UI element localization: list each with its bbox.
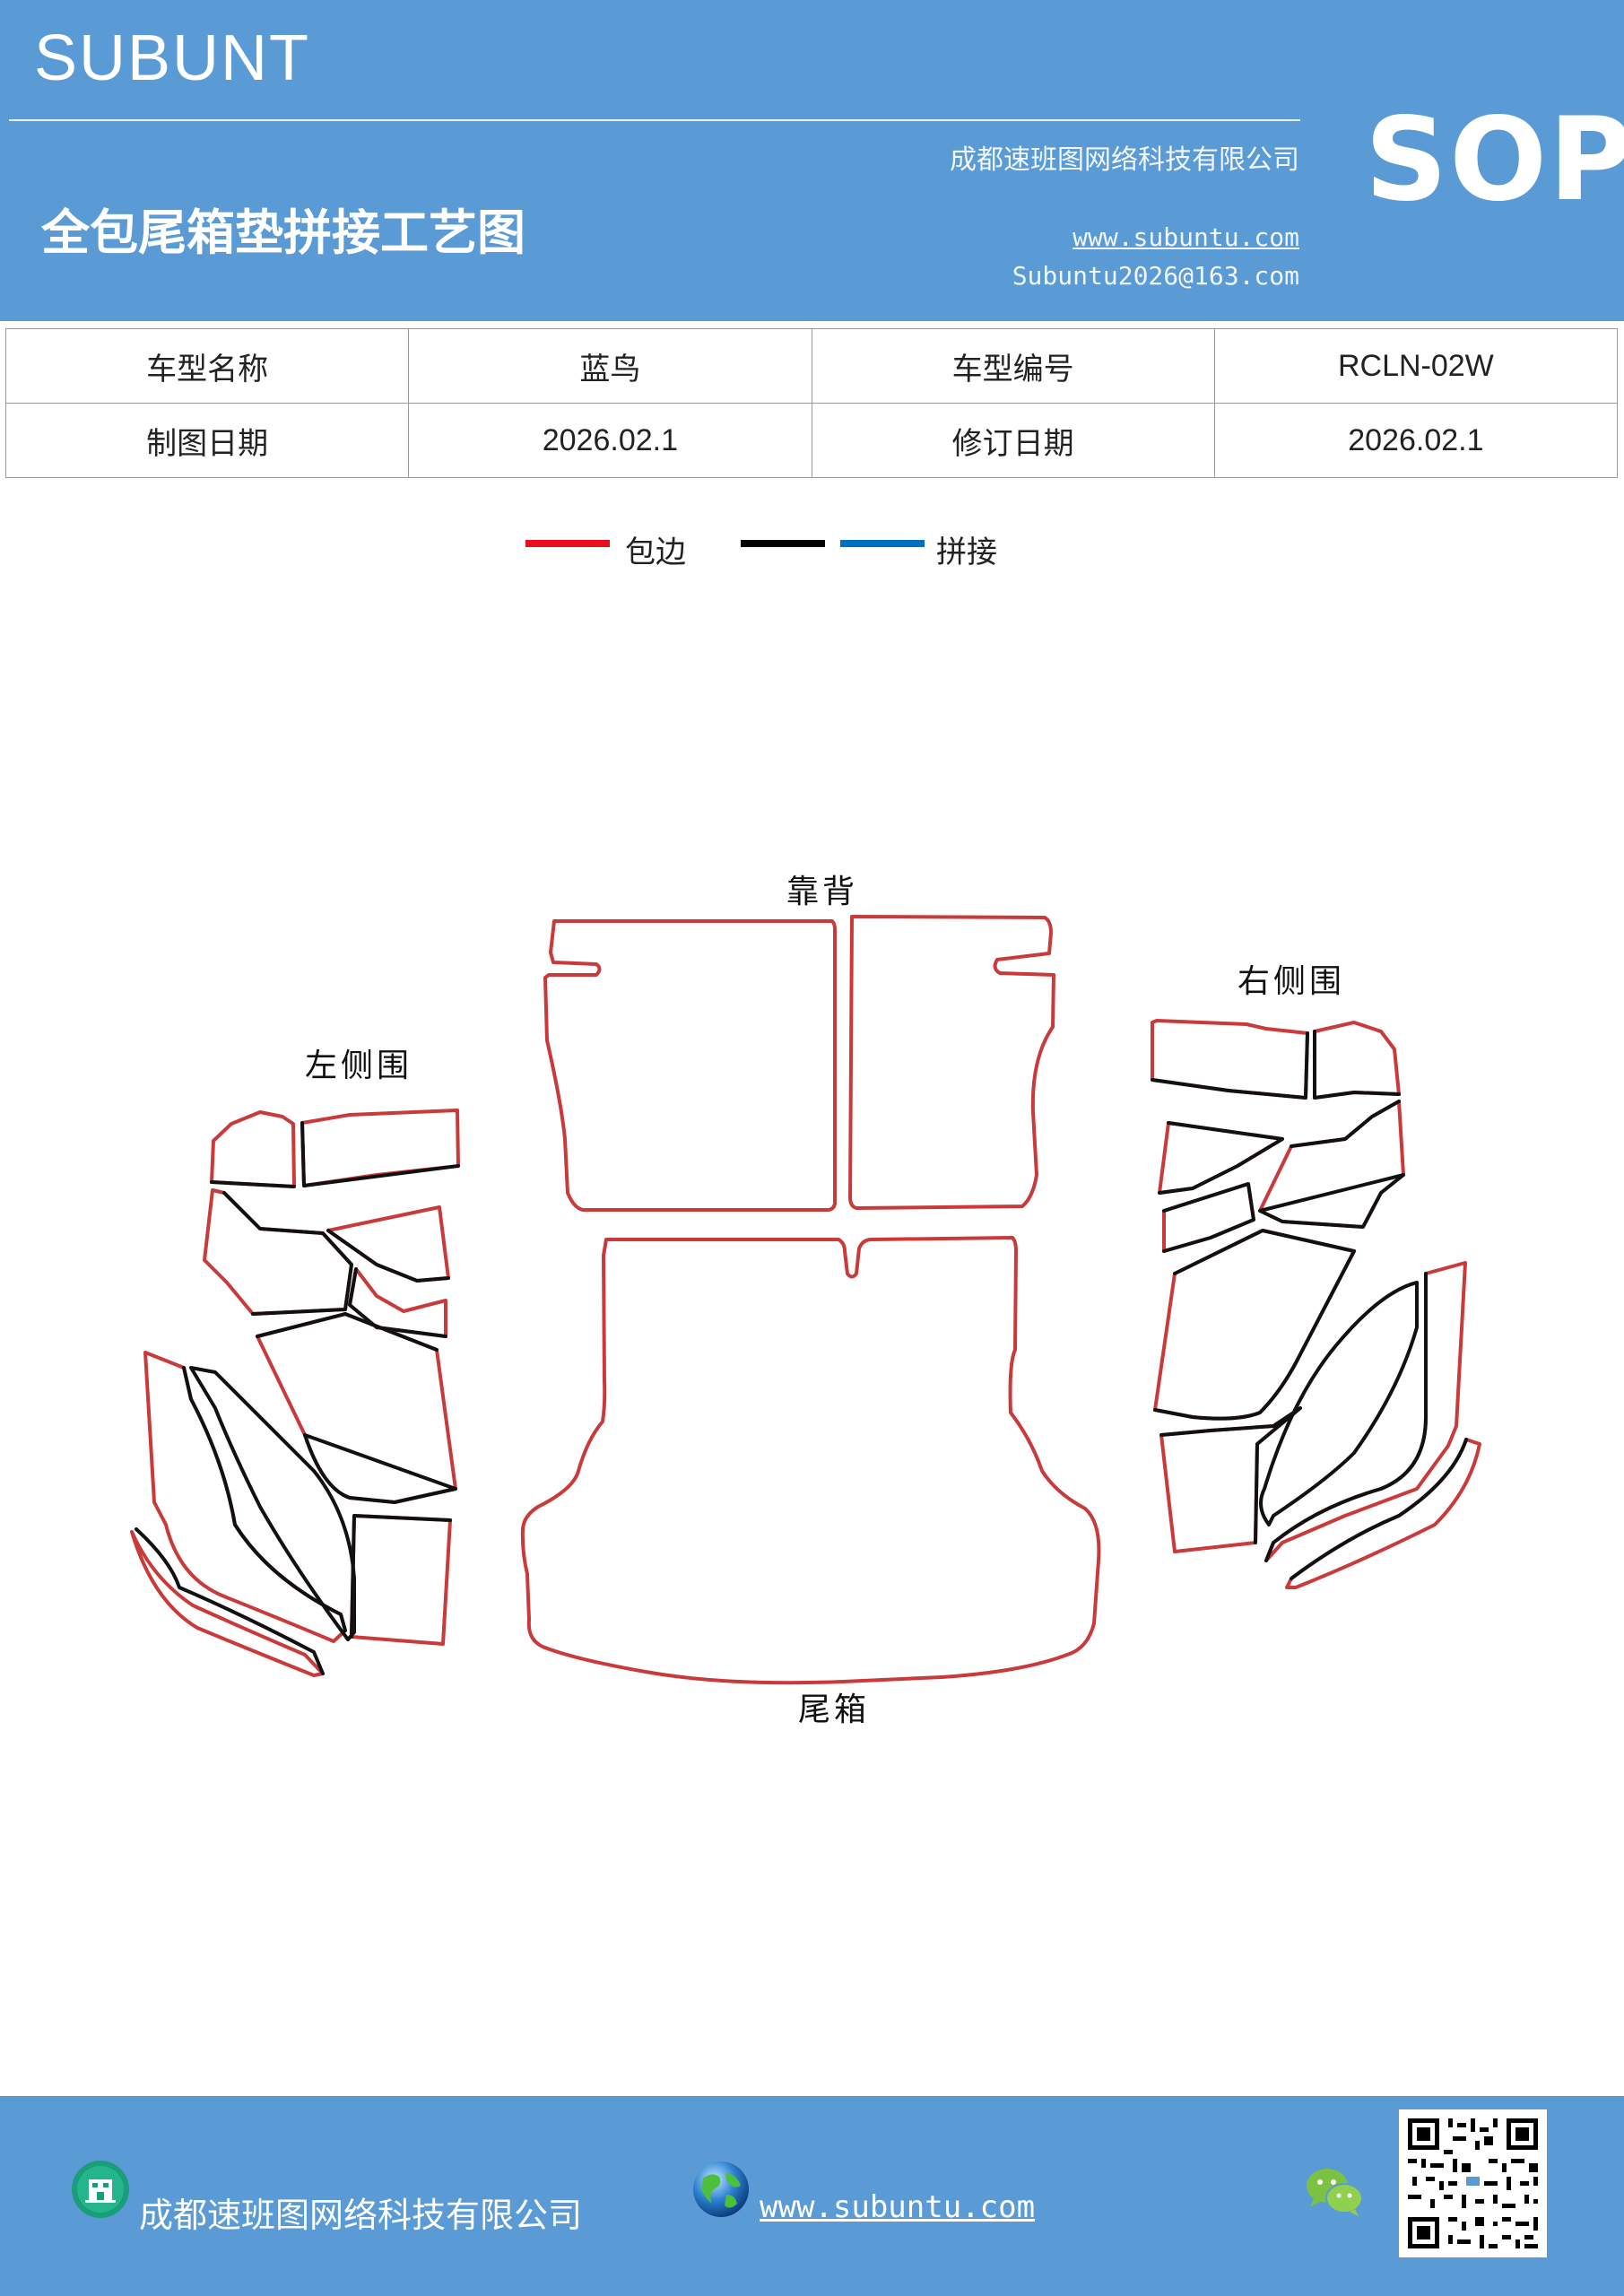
backrest-left-piece [543,919,837,1212]
header-website-link[interactable]: www.subuntu.com [1073,222,1299,252]
sop-badge: SOP [1365,93,1624,227]
left-panel-mid [203,1188,353,1316]
left-panel-top-small [210,1110,296,1188]
right-panel-top-long [1151,1019,1309,1100]
legend-seam-label: 拼接 [936,535,997,570]
left-panel-s-strip [143,1351,347,1643]
left-panel-s-inner [189,1366,356,1641]
right-panel-upper-a [1158,1121,1284,1195]
footer-banner: 成都速班图网络科技有限公司 www.subuntu.com [0,2096,1624,2296]
table-row: 制图日期 2026.02.1 修订日期 2026.02.1 [4,403,1619,478]
right-panel-upper-b [1258,1100,1405,1229]
model-name-value: 蓝鸟 [408,328,812,404]
table-row: 车型名称 蓝鸟 车型编号 RCLN-02W [4,328,1619,404]
right-panel-top-small [1313,1021,1401,1100]
vehicle-info-table: 车型名称 蓝鸟 车型编号 RCLN-02W 制图日期 2026.02.1 修订日… [4,328,1619,478]
footer-website-link[interactable]: www.subuntu.com [760,2189,1036,2225]
header-company-name: 成都速班图网络科技有限公司 [950,144,1299,176]
legend-black-line [741,540,825,547]
model-name-label: 车型名称 [4,328,410,404]
header-divider [9,119,1300,121]
header-email: Subuntu2026@163.com [1012,261,1299,291]
left-panel-bottom-strip [130,1530,325,1677]
label-trunk: 尾箱 [798,1692,870,1728]
wechat-icon [1307,2169,1363,2216]
page-title: 全包尾箱垫拼接工艺图 [41,204,525,261]
revise-date-label: 修订日期 [811,403,1215,478]
legend: 包边 拼接 [0,525,1624,570]
left-panel-lower-right [350,1514,452,1646]
globe-icon [693,2161,749,2217]
qr-code[interactable] [1399,2109,1547,2257]
footer-company-name: 成都速班图网络科技有限公司 [139,2196,583,2235]
right-panel-mid-large [1153,1229,1356,1421]
label-left-side: 左侧围 [305,1048,413,1084]
left-panel-lower-large [256,1312,457,1504]
label-right-side: 右侧围 [1238,963,1345,1000]
legend-seam-line [840,540,925,547]
draw-date-label: 制图日期 [4,403,410,478]
backrest-right-piece [848,915,1055,1210]
legend-edge-label: 包边 [625,535,686,570]
model-code-value: RCLN-02W [1213,328,1619,404]
legend-edge-line [525,540,610,547]
right-panel-s-inner [1259,1281,1419,1526]
revise-date-value: 2026.02.1 [1213,403,1619,478]
header-banner: SUBUNT 成都速班图网络科技有限公司 全包尾箱垫拼接工艺图 www.subu… [0,0,1624,321]
model-code-label: 车型编号 [811,328,1215,404]
label-backrest: 靠背 [786,874,858,910]
draw-date-value: 2026.02.1 [408,403,812,478]
trunk-piece [520,1236,1101,1685]
brand-logo-text: SUBUNT [34,22,311,94]
building-icon [72,2161,129,2218]
